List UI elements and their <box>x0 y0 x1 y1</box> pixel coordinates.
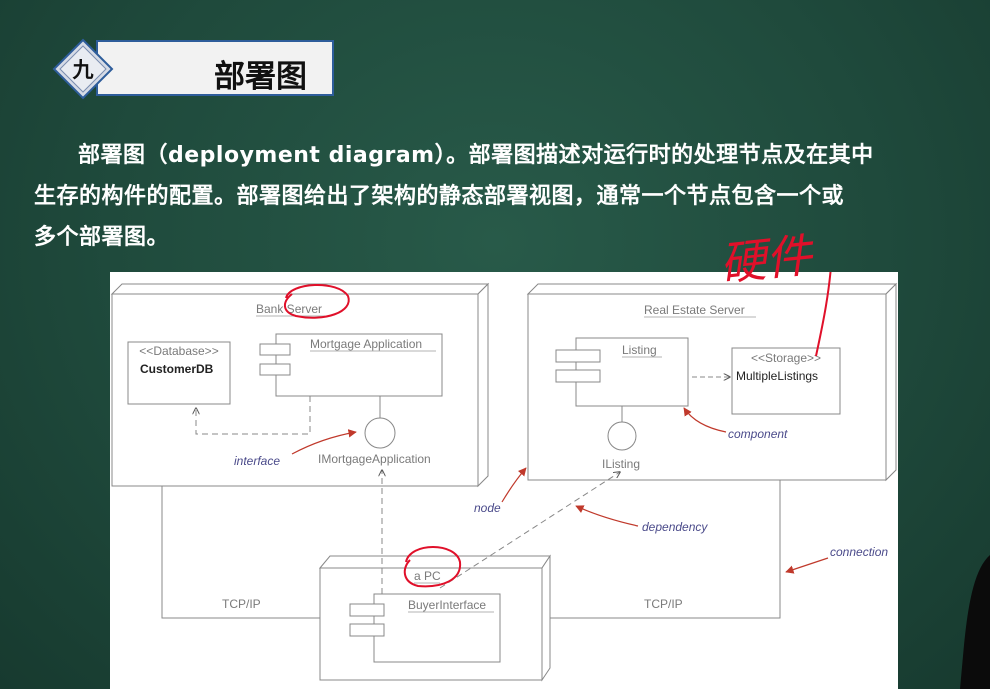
ilisting-interface-lollipop <box>607 421 637 451</box>
customer-db-box <box>127 341 231 405</box>
deployment-diagram: Bank Server <<Database>> CustomerDB Mort… <box>110 272 898 689</box>
mortgage-app-port-1 <box>259 343 291 356</box>
para-line-1: 部署图（deployment diagram）。部署图描述对运行时的处理节点及在… <box>78 143 874 168</box>
presenter-silhouette <box>960 555 990 689</box>
pc-to-ilisting-dependency <box>439 472 620 589</box>
bank-server-label: Bank Server <box>256 302 322 316</box>
tcp-right-label: TCP/IP <box>644 597 683 611</box>
listing-port-1 <box>555 349 601 363</box>
db-dependency <box>196 396 311 435</box>
title-badge-text: 九 <box>72 58 94 82</box>
storage-stereotype: <<Storage>> <box>751 351 821 365</box>
circle-bank-server <box>284 284 350 319</box>
tcp-connection-right <box>542 480 781 619</box>
multiple-listings-box <box>731 347 841 415</box>
tcp-connection-left <box>161 486 320 619</box>
mortgage-app-label: Mortgage Application <box>310 337 422 351</box>
listing-port-2 <box>555 369 601 383</box>
imortgage-interface-label: IMortgageApplication <box>318 452 431 466</box>
page-title: 部署图 <box>214 59 307 95</box>
svg-text:硬件: 硬件 <box>720 227 818 291</box>
real-estate-server-label: Real Estate Server <box>644 303 745 317</box>
database-stereotype: <<Database>> <box>139 344 218 358</box>
handwriting-annotation: 硬件 <box>720 227 818 291</box>
buyer-interface-box <box>373 593 501 663</box>
component-note: component <box>728 427 788 441</box>
title-bar <box>96 40 334 96</box>
para-line-3: 多个部署图。 <box>34 225 170 250</box>
interface-note: interface <box>234 454 280 468</box>
handwriting-arrow <box>815 272 832 357</box>
buyer-interface-port-2 <box>349 623 385 637</box>
node-note: node <box>474 501 501 515</box>
connection-note: connection <box>830 545 888 559</box>
buyer-interface-port-1 <box>349 603 385 617</box>
tcp-left-label: TCP/IP <box>222 597 261 611</box>
para-line-2: 生存的构件的配置。部署图给出了架构的静态部署视图，通常一个节点包含一个或 <box>34 184 845 209</box>
description-paragraph: 部署图（deployment diagram）。部署图描述对运行时的处理节点及在… <box>34 135 984 258</box>
title-badge: 九 <box>52 38 114 100</box>
mortgage-app-port-2 <box>259 363 291 376</box>
multiple-listings-label: MultipleListings <box>736 369 818 383</box>
dependency-note: dependency <box>642 520 708 534</box>
pc-label: a PC <box>414 569 441 583</box>
ilisting-label: IListing <box>602 457 640 471</box>
circle-pc <box>403 546 462 588</box>
buyer-interface-label: BuyerInterface <box>408 598 486 612</box>
mortgage-app-box <box>275 333 443 397</box>
listing-label: Listing <box>622 343 657 357</box>
imortgage-interface-lollipop <box>364 417 396 449</box>
customer-db-label: CustomerDB <box>140 362 214 376</box>
